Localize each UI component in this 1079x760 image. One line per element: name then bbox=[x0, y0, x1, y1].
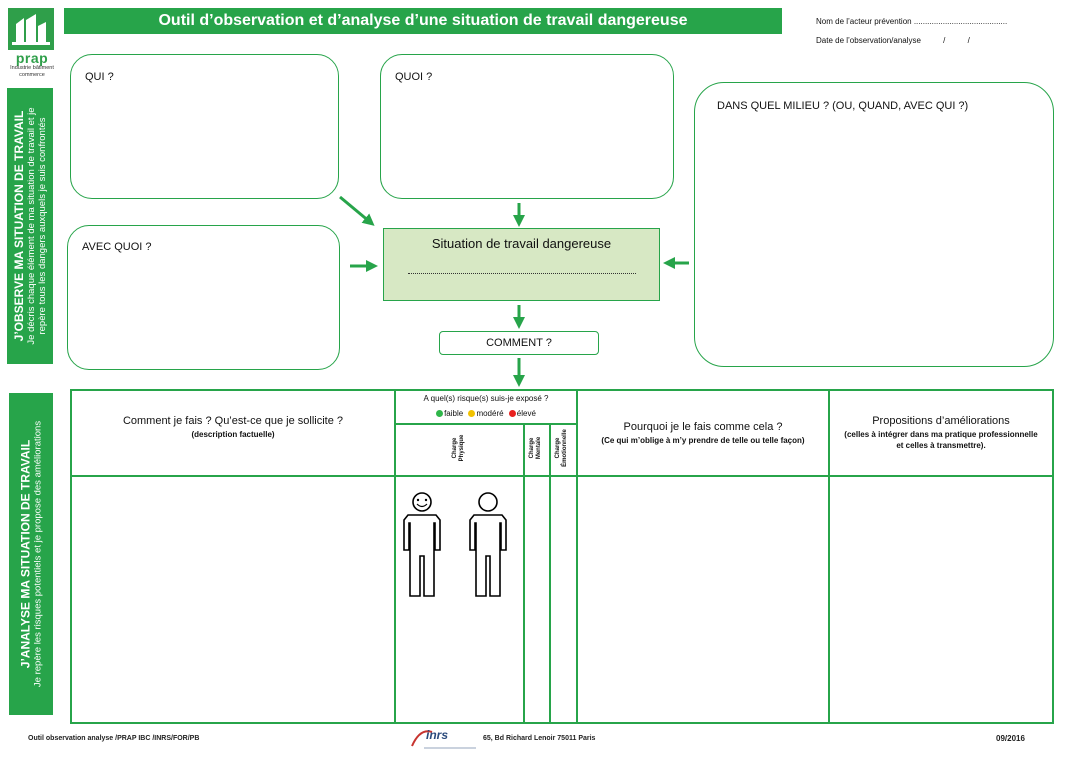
body-figures bbox=[403, 492, 507, 597]
charge-physique-line1: Charge bbox=[452, 437, 458, 459]
col-propositions-header: Propositions d’améliorations (celles à i… bbox=[831, 415, 1051, 451]
building-icon bbox=[8, 8, 54, 50]
legend-faible: faible bbox=[444, 409, 464, 418]
analyse-banner-line1: Je repère les risques potentiels et je p… bbox=[32, 420, 44, 688]
charge-emotionnelle-line2: Émotionnelle bbox=[562, 429, 568, 467]
charge-mentale-line1: Charge bbox=[529, 437, 535, 459]
situation-dotted-line bbox=[408, 273, 636, 274]
flow-arrows bbox=[339, 195, 689, 387]
qui-box[interactable]: QUI ? bbox=[70, 54, 339, 199]
legend-eleve: élevé bbox=[516, 409, 536, 418]
charge-emotionnelle-label: Charge Émotionnelle bbox=[555, 423, 569, 473]
situation-box[interactable]: Situation de travail dangereuse bbox=[383, 228, 660, 301]
col-pourquoi-header: Pourquoi je le fais comme cela ? (Ce qui… bbox=[580, 421, 826, 446]
risk-subcol-divider bbox=[549, 423, 551, 724]
charge-mentale-label: Charge Mentale bbox=[529, 423, 543, 473]
footer-address: 65, Bd Richard Lenoir 75011 Paris bbox=[483, 735, 596, 742]
situation-label: Situation de travail dangereuse bbox=[431, 236, 612, 251]
legend-modere: modéré bbox=[476, 409, 504, 418]
inrs-logo-word: inrs bbox=[426, 728, 449, 742]
qui-label: QUI ? bbox=[85, 71, 114, 83]
footer-date: 09/2016 bbox=[996, 734, 1025, 743]
col-propositions-title: Propositions d’améliorations bbox=[872, 415, 1010, 427]
col-propositions-sub2: et celles à transmettre). bbox=[896, 441, 986, 450]
col-comment-header: Comment je fais ? Qu’est-ce que je solli… bbox=[76, 415, 390, 440]
smiling-person-icon bbox=[403, 492, 441, 597]
analyse-banner-title: J’ANALYSE MA SITUATION DE TRAVAIL bbox=[18, 439, 33, 669]
dot-eleve-icon bbox=[508, 410, 516, 417]
risk-subheader-divider bbox=[394, 423, 577, 425]
col-comment-sub: (description factuelle) bbox=[191, 430, 275, 439]
charge-physique-line2: Physique bbox=[459, 434, 465, 462]
col-pourquoi-title: Pourquoi je le fais comme cela ? bbox=[623, 421, 783, 433]
page-title: Outil d’observation et d’analyse d’une s… bbox=[64, 8, 782, 34]
table-header-divider bbox=[70, 475, 1054, 477]
milieu-box[interactable]: DANS QUEL MILIEU ? (OU, QUAND, AVEC QUI … bbox=[694, 82, 1054, 367]
analysis-table bbox=[70, 389, 1054, 724]
actor-name-line: Nom de l’acteur prévention .............… bbox=[816, 17, 1008, 26]
quoi-box[interactable]: QUOI ? bbox=[380, 54, 674, 199]
inrs-logo-icon bbox=[411, 730, 476, 749]
col-propositions-sub1: (celles à intégrer dans ma pratique prof… bbox=[844, 430, 1038, 439]
avec-quoi-box[interactable]: AVEC QUOI ? bbox=[67, 225, 340, 370]
logo-subtitle: Industrie bâtiment commerce bbox=[10, 65, 54, 78]
comment-box[interactable]: COMMENT ? bbox=[439, 331, 599, 355]
arrow-qui-icon bbox=[339, 195, 375, 226]
smile-face-marks bbox=[416, 498, 428, 502]
quoi-label: QUOI ? bbox=[395, 71, 433, 83]
risk-header: A quel(s) risque(s) suis-je exposé ? fai… bbox=[396, 394, 576, 418]
table-col-divider bbox=[576, 389, 578, 724]
risk-legend: faible modéré élevé bbox=[396, 409, 576, 418]
dot-modere-icon bbox=[468, 410, 476, 417]
footer-ref: Outil observation analyse /PRAP IBC /INR… bbox=[28, 735, 200, 742]
observation-date-line: Date de l’observation/analyse / / bbox=[816, 36, 970, 45]
person-icon bbox=[469, 492, 507, 597]
risk-subcol-divider bbox=[523, 423, 525, 724]
charge-mentale-line2: Mentale bbox=[536, 436, 542, 460]
table-col-divider bbox=[394, 389, 396, 724]
avec-quoi-label: AVEC QUOI ? bbox=[82, 241, 152, 253]
analyse-banner: J’ANALYSE MA SITUATION DE TRAVAIL Je rep… bbox=[9, 393, 53, 715]
inrs-logo: inrs bbox=[410, 726, 480, 750]
logo-word: prap bbox=[15, 50, 49, 66]
prap-logo: prap Industrie bâtiment commerce bbox=[6, 6, 58, 84]
col-comment-title: Comment je fais ? Qu’est-ce que je solli… bbox=[122, 415, 344, 427]
table-col-divider bbox=[828, 389, 830, 724]
dot-faible-icon bbox=[436, 410, 444, 417]
observe-banner: J’OBSERVE MA SITUATION DE TRAVAIL Je déc… bbox=[7, 88, 53, 364]
charge-physique-label: Charge Physique bbox=[452, 423, 466, 473]
milieu-label: DANS QUEL MILIEU ? (OU, QUAND, AVEC QUI … bbox=[717, 100, 969, 112]
col-pourquoi-sub: (Ce qui m’oblige à m’y prendre de telle … bbox=[601, 436, 805, 445]
charge-emotionnelle-line1: Charge bbox=[555, 437, 561, 459]
risk-title: A quel(s) risque(s) suis-je exposé ? bbox=[423, 394, 549, 403]
